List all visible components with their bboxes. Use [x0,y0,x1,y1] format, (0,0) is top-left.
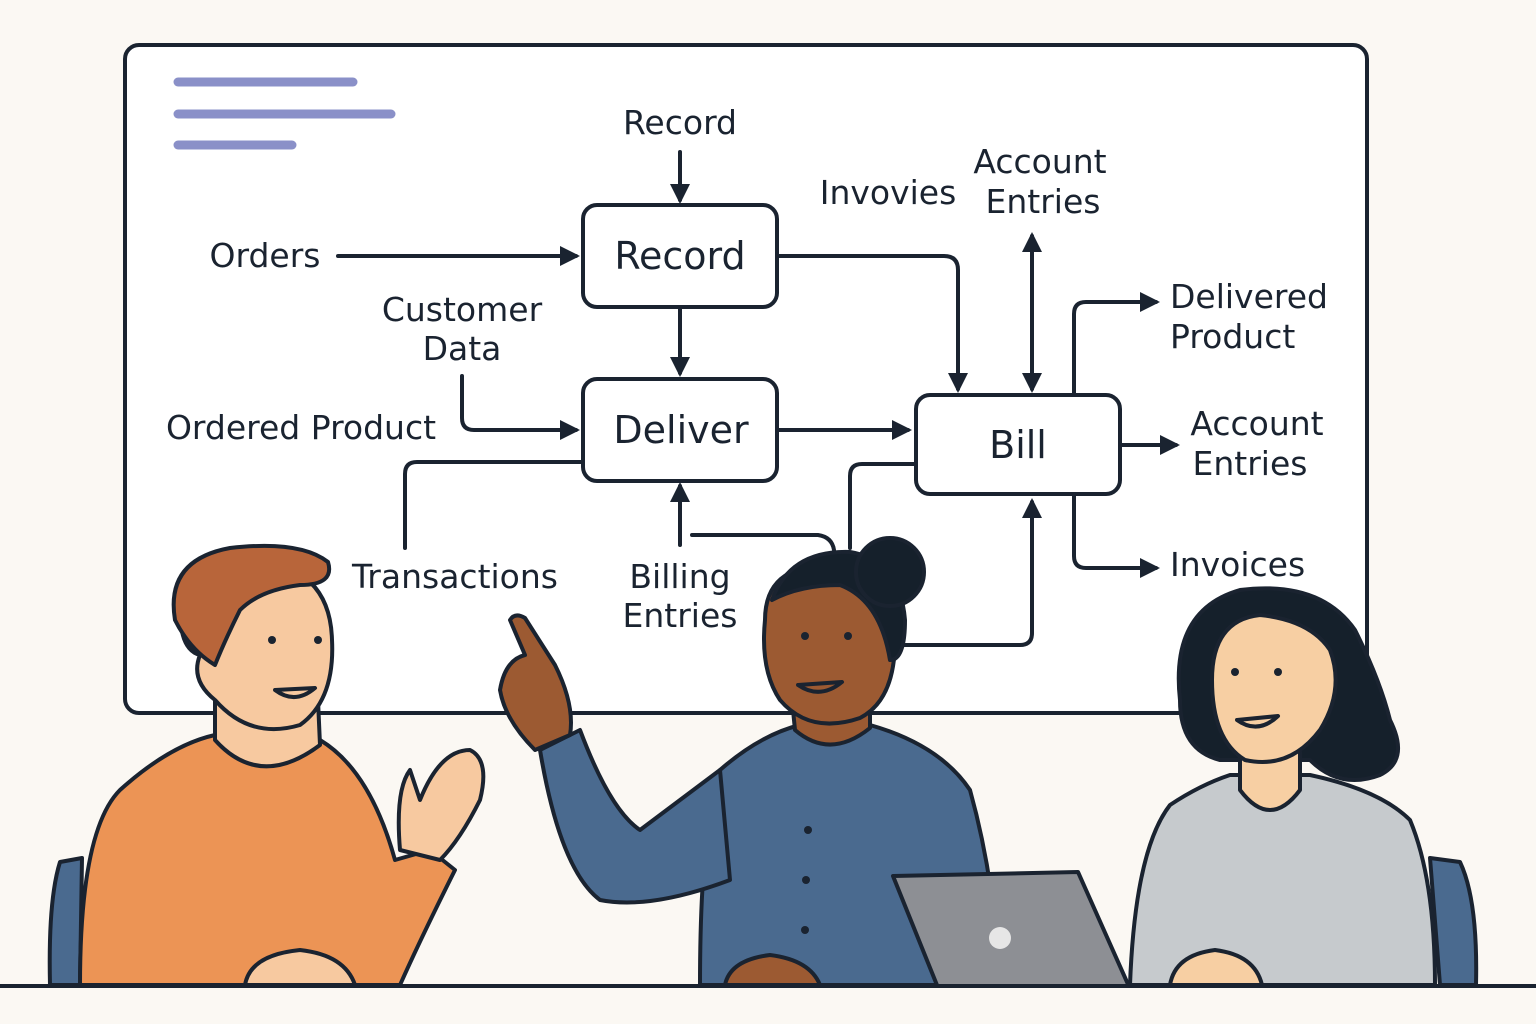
label-account-entries-top-2: Entries [986,182,1101,221]
process-deliver: Deliver [581,377,779,483]
process-bill: Bill [914,393,1122,496]
label-delivered-product-2: Product [1170,317,1295,356]
person-left [78,543,486,987]
process-record-label: Record [614,234,745,278]
laptop-logo [989,927,1011,949]
label-customer-data-1: Customer [382,290,543,329]
label-invovies: Invovies [820,173,957,212]
arrow-customer-data [460,374,580,440]
person-right [1128,586,1437,987]
process-deliver-label: Deliver [613,408,749,452]
label-billing-entries-1: Billing [629,557,730,596]
label-orders: Orders [210,236,321,275]
line-transactions [403,460,585,550]
label-invoices: Invoices [1170,545,1305,584]
chair-left [47,856,84,987]
label-customer-data-2: Data [423,329,502,368]
arrow-delivered-product [1072,292,1160,395]
table [0,988,1536,1024]
label-record-input: Record [623,103,737,142]
line-bill-left [848,462,918,550]
header-lines [173,77,396,150]
chair-right [1428,856,1479,987]
label-ordered-product: Ordered Product [166,408,436,447]
label-delivered-product-1: Delivered [1170,277,1328,316]
process-record: Record [581,203,779,309]
flow-arrows [336,150,1180,647]
line-billing-entries [690,533,836,552]
arrow-record-bill [777,254,968,393]
flow-labels: Record Orders Customer Data Ordered Prod… [166,103,1328,635]
label-account-entries-top-1: Account [973,142,1106,181]
label-transactions: Transactions [351,557,558,596]
process-bill-label: Bill [989,423,1047,467]
label-billing-entries-2: Entries [623,596,738,635]
arrow-invoices [1072,494,1160,578]
label-account-entries-right-1: Account [1190,404,1323,443]
arrow-bill-bottom [898,498,1042,647]
label-account-entries-right-2: Entries [1193,444,1308,483]
